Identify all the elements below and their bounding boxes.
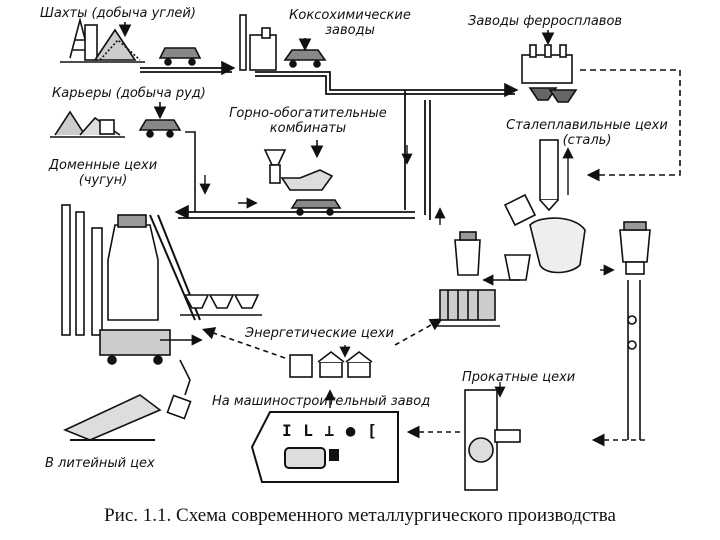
mines-illustration bbox=[60, 16, 145, 63]
products-illustration bbox=[250, 411, 399, 483]
blast-furnace-illustration bbox=[61, 204, 201, 365]
label-quarries: Карьеры (добыча руд) bbox=[52, 86, 206, 101]
label-rolling: Прокатные цехи bbox=[462, 370, 576, 385]
rolling-mill-illustration bbox=[464, 389, 521, 491]
converter-illustration bbox=[435, 193, 586, 327]
label-ferro: Заводы ферросплавов bbox=[468, 14, 623, 29]
energy-to-steel-line bbox=[394, 318, 443, 346]
coke-plant-illustration bbox=[239, 14, 327, 71]
quarries-illustration bbox=[50, 110, 125, 138]
foundry-illustration bbox=[62, 394, 192, 441]
label-foundry: В литейный цех bbox=[45, 456, 155, 471]
steel-shop-illustration bbox=[539, 139, 559, 212]
top-transport-line bbox=[140, 60, 519, 98]
ladle-right-illustration bbox=[619, 221, 651, 440]
label-mines: Шахты (добыча углей) bbox=[40, 6, 196, 21]
label-machine: На машиностроительный завод bbox=[212, 394, 431, 409]
energy-illustration bbox=[289, 350, 373, 378]
quarries-line bbox=[185, 131, 196, 212]
label-steel: Сталеплавильные цехи (сталь) bbox=[506, 118, 668, 148]
label-energy: Энергетические цехи bbox=[245, 326, 394, 341]
mining-illustration bbox=[263, 149, 334, 191]
quarries-cart bbox=[138, 119, 182, 138]
figure-caption: Рис. 1.1. Схема современного металлургич… bbox=[104, 505, 616, 526]
ferro-to-steel-line bbox=[580, 69, 681, 182]
mines-cart bbox=[158, 47, 202, 66]
label-blast: Доменные цехи (чугун) bbox=[48, 158, 158, 188]
label-mining: Горно-обогатительные комбинаты bbox=[229, 106, 387, 136]
ladles-row bbox=[180, 294, 262, 316]
ferro-plant-illustration bbox=[521, 44, 578, 103]
furnace-to-foundry-line bbox=[179, 359, 191, 396]
central-conveyor bbox=[174, 90, 431, 220]
label-coke: Коксохимические заводы bbox=[289, 8, 411, 38]
profiles-glyphs: I L ⊥ ● [ bbox=[282, 421, 378, 440]
